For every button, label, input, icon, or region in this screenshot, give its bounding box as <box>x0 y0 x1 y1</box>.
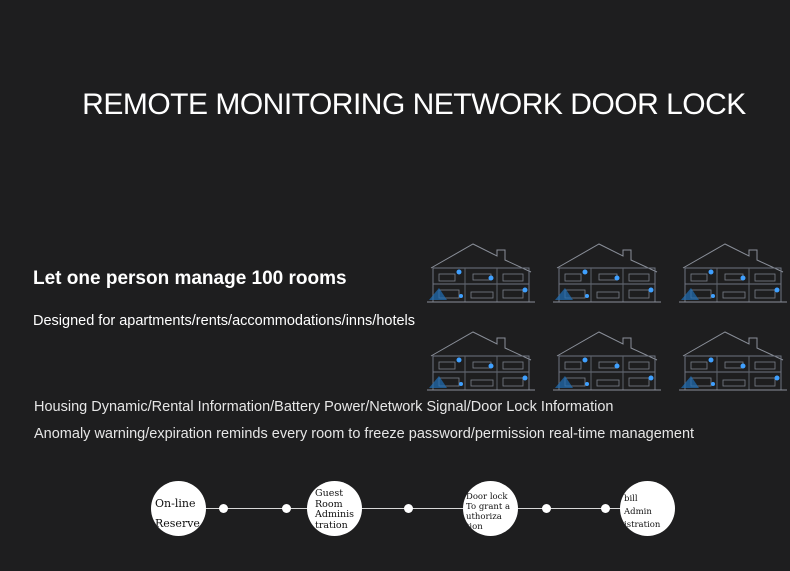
headline: Let one person manage 100 rooms <box>33 268 347 289</box>
step-bill-administration: bill Admin istration <box>620 481 675 536</box>
step-door-lock-authorization: Door lock To grant a uthoriza tion <box>463 481 518 536</box>
step-label: Door lock To grant a uthoriza tion <box>466 492 511 532</box>
step-online-reserve: On-line Reserve <box>151 481 206 536</box>
step-label: On-line Reserve <box>155 497 200 530</box>
timeline-dot <box>542 504 551 513</box>
timeline-dot <box>219 504 228 513</box>
step-label: Guest Room Adminis tration <box>315 488 355 531</box>
house-illustrations <box>425 238 790 393</box>
timeline-dot <box>282 504 291 513</box>
step-label: bill Admin istration <box>624 494 661 530</box>
subtitle: Designed for apartments/rents/accommodat… <box>33 313 416 329</box>
step-guest-room-administration: Guest Room Adminis tration <box>307 481 362 536</box>
timeline-dot <box>601 504 610 513</box>
info-line-2: Anomaly warning/expiration reminds every… <box>34 426 695 442</box>
timeline-dot <box>404 504 413 513</box>
page-title: REMOTE MONITORING NETWORK DOOR LOCK <box>82 88 746 121</box>
info-line-1: Housing Dynamic/Rental Information/Batte… <box>34 399 614 415</box>
house-grid <box>426 243 788 391</box>
process-timeline: On-line Reserve Guest Room Adminis trati… <box>150 478 680 538</box>
